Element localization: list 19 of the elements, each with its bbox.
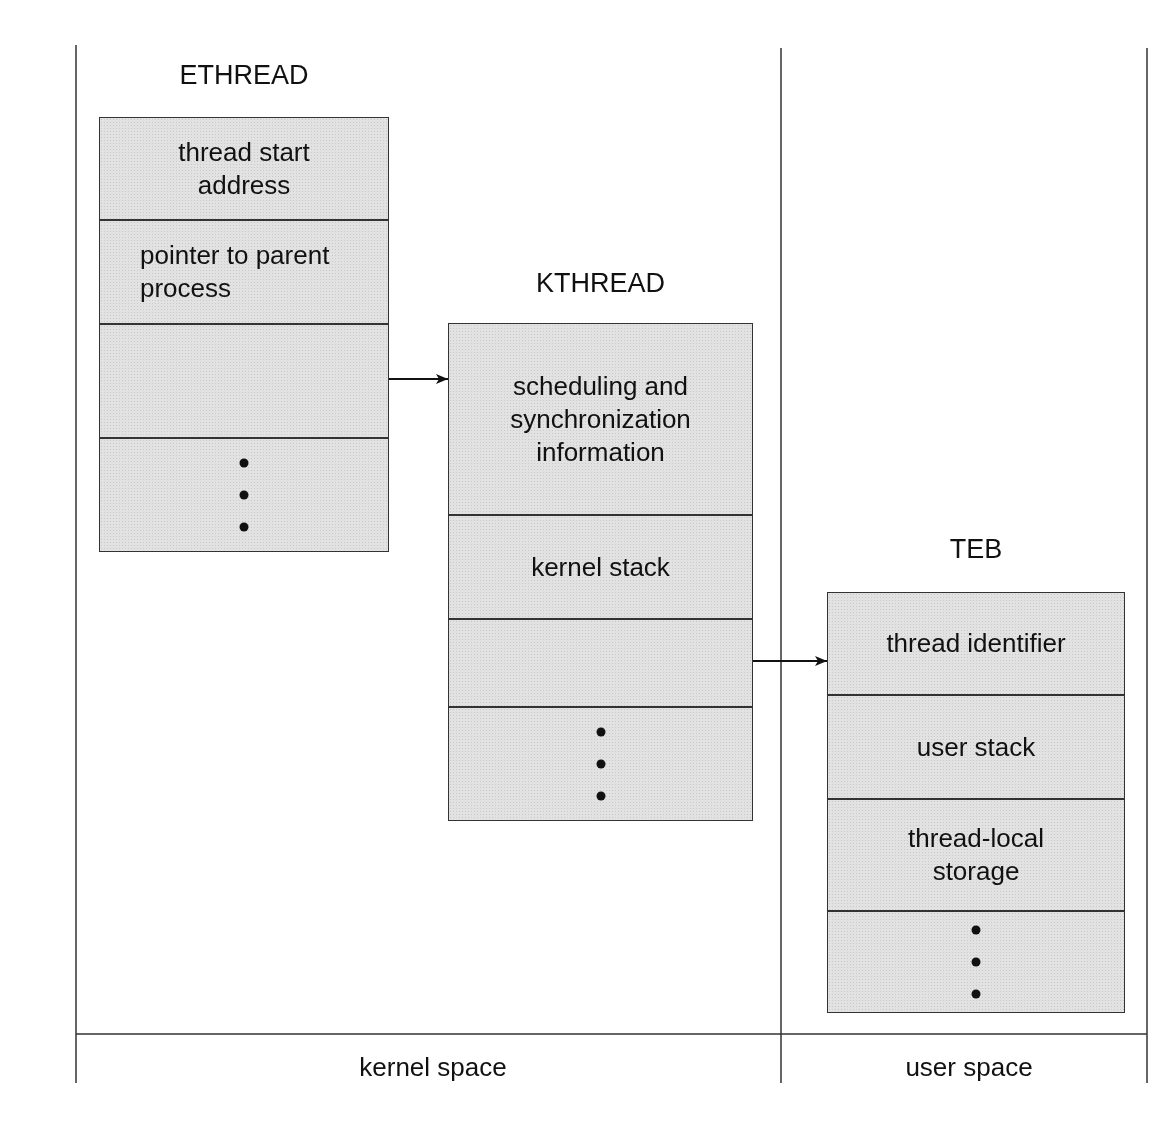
structure-title: KTHREAD bbox=[535, 267, 666, 300]
field-cell bbox=[100, 437, 388, 551]
field-cell: thread identifier bbox=[828, 593, 1124, 694]
region-label: user space bbox=[905, 1052, 1033, 1083]
field-cell: scheduling and synchronization information bbox=[449, 324, 752, 514]
field-cell: kernel stack bbox=[449, 514, 752, 618]
field-cell bbox=[449, 618, 752, 706]
structure-title: TEB bbox=[948, 533, 1004, 566]
arrow bbox=[752, 656, 828, 666]
region-label: kernel space bbox=[359, 1052, 507, 1083]
arrow bbox=[388, 374, 449, 384]
structure-title: ETHREAD bbox=[178, 59, 310, 92]
field-cell: thread start address bbox=[100, 118, 388, 219]
field-cell: user stack bbox=[828, 694, 1124, 798]
field-cell bbox=[828, 910, 1124, 1012]
field-cell: thread-local storage bbox=[828, 798, 1124, 910]
field-cell bbox=[449, 706, 752, 820]
field-cell bbox=[100, 323, 388, 437]
field-cell: pointer to parent process bbox=[100, 219, 388, 323]
